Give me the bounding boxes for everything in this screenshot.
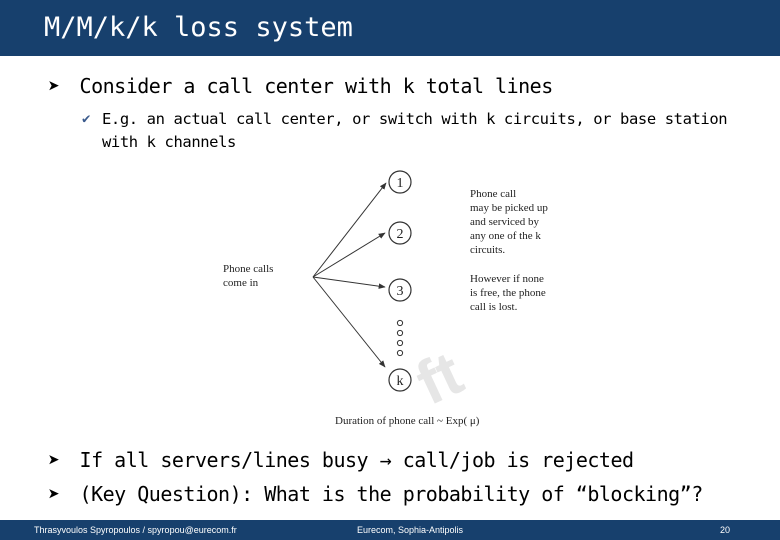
bullet-rejected-text-2: call/job is rejected: [391, 448, 634, 472]
arrow-bullet-icon: ➤: [48, 448, 60, 472]
server-1: 1: [388, 170, 412, 194]
footer-author: Thrasyvoulos Spyropoulos / spyropou@eure…: [34, 525, 237, 535]
note1-line: and serviced by: [470, 216, 540, 228]
arrow-to-server-1: [312, 182, 387, 278]
server-k-label: k: [397, 374, 404, 389]
footer-page-number: 20: [720, 525, 731, 535]
bullet-key-question: ➤ (Key Question): What is the probabilit…: [48, 482, 703, 506]
note-call-lost: However if none is free, the phone call …: [470, 273, 546, 313]
check-bullet-icon: ✔: [82, 111, 91, 127]
right-arrow-icon: →: [379, 448, 392, 472]
server-k: k: [388, 368, 412, 392]
title-bar: M/M/k/k loss system: [0, 0, 780, 56]
source-label-line1: Phone calls: [223, 263, 273, 275]
server-2: 2: [388, 221, 412, 245]
footer-bar: Thrasyvoulos Spyropoulos / spyropou@eure…: [0, 520, 780, 540]
arrow-to-server-2: [312, 232, 386, 278]
note-picked-up: Phone call may be picked up and serviced…: [470, 188, 548, 256]
bullet-rejected-text-1: If all servers/lines busy: [79, 448, 369, 472]
server-3: 3: [388, 278, 412, 302]
arrow-bullet-icon: ➤: [48, 74, 60, 98]
arrow-bullet-icon: ➤: [48, 482, 60, 506]
note1-line: any one of the k: [470, 230, 541, 242]
note1-line: may be picked up: [470, 202, 548, 214]
bullet-sub: ✔ E.g. an actual call center, or switch …: [82, 108, 742, 154]
slide-title: M/M/k/k loss system: [44, 12, 353, 43]
note2-line: call is lost.: [470, 301, 518, 313]
arrow-to-server-k: [312, 276, 386, 368]
arrow-to-server-3: [312, 276, 386, 289]
source-label-line2: come in: [223, 277, 259, 289]
call-center-diagram: ft Phone calls come in 1 2 3 k Phone cal…: [223, 170, 548, 427]
bullet-main: ➤ Consider a call center with k total li…: [48, 74, 553, 98]
footer-institution: Eurecom, Sophia-Antipolis: [357, 525, 464, 535]
server-2-label: 2: [397, 227, 404, 242]
bullet-main-text: Consider a call center with k total line…: [79, 74, 554, 98]
watermark-text: ft: [406, 339, 473, 419]
note2-line: However if none: [470, 273, 544, 285]
server-3-label: 3: [397, 284, 404, 299]
note1-line: circuits.: [470, 244, 505, 256]
bullet-sub-text: E.g. an actual call center, or switch wi…: [102, 110, 728, 151]
server-1-label: 1: [397, 176, 404, 191]
diagram-caption: Duration of phone call ~ Exp( μ): [335, 415, 480, 427]
note2-line: is free, the phone: [470, 287, 546, 299]
note1-line: Phone call: [470, 188, 516, 200]
bullet-key-question-text: (Key Question): What is the probability …: [79, 482, 704, 506]
bullet-rejected: ➤ If all servers/lines busy → call/job i…: [48, 448, 634, 472]
ellipsis-icon: [396, 319, 404, 357]
